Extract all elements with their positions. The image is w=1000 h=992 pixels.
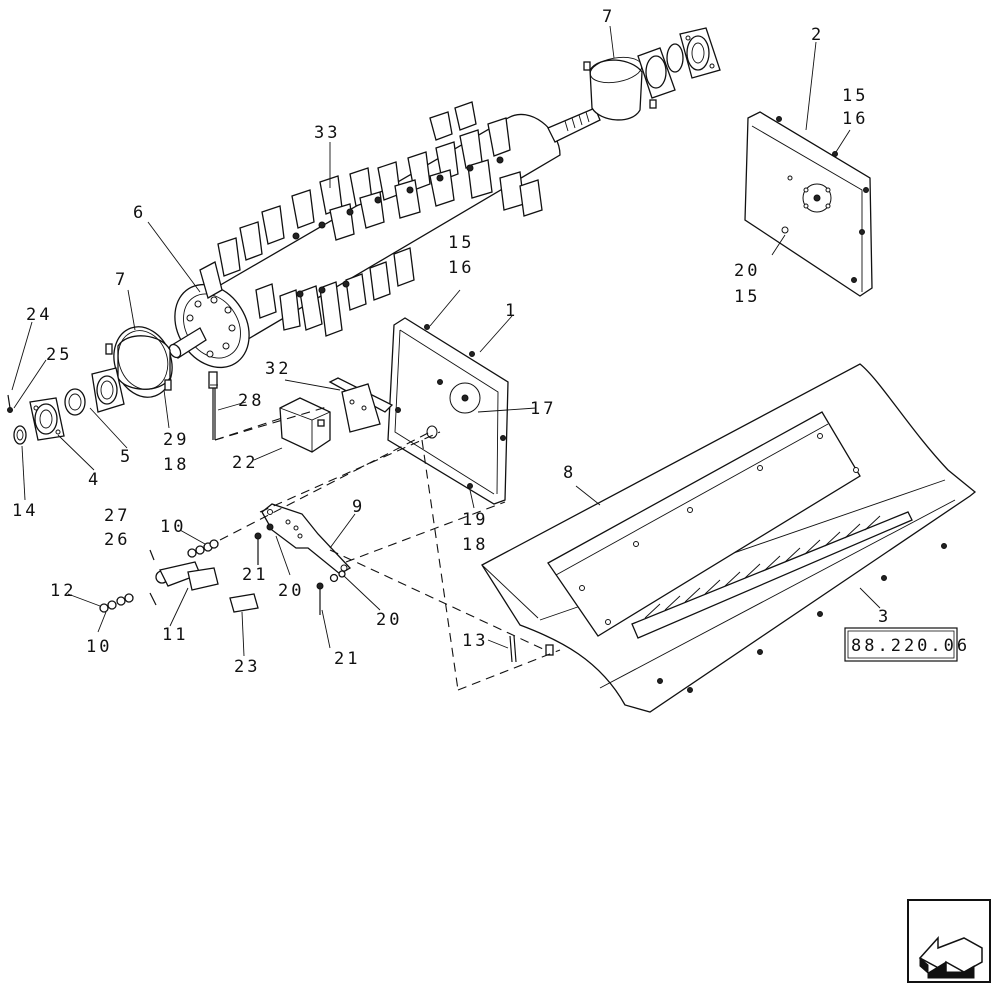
callout-7-left: 7 bbox=[115, 270, 128, 290]
callout-26: 26 bbox=[104, 530, 130, 550]
right-bearing-assembly bbox=[637, 27, 721, 99]
callout-6: 6 bbox=[133, 203, 146, 223]
callout-21-right: 21 bbox=[334, 649, 360, 669]
callout-20-top: 20 bbox=[734, 261, 760, 281]
rotor-teeth bbox=[199, 101, 543, 337]
dashed-assembly-lines bbox=[214, 405, 561, 691]
callout-15-mid: 15 bbox=[734, 287, 760, 307]
callout-27: 27 bbox=[104, 506, 130, 526]
side-plate-left bbox=[387, 317, 509, 505]
callout-12: 12 bbox=[50, 581, 76, 601]
callout-15-top: 15 bbox=[842, 86, 868, 106]
leader-lines bbox=[11, 25, 881, 657]
callout-9: 9 bbox=[352, 497, 365, 517]
callout-15-plate: 15 bbox=[448, 233, 474, 253]
callout-22: 22 bbox=[232, 453, 258, 473]
right-band bbox=[583, 56, 657, 121]
callout-24: 24 bbox=[26, 305, 52, 325]
callout-23: 23 bbox=[234, 657, 260, 677]
callout-18-plate: 18 bbox=[462, 535, 488, 555]
callout-14: 14 bbox=[12, 501, 38, 521]
rotor-floor-pan bbox=[481, 363, 977, 713]
callout-28: 28 bbox=[238, 391, 264, 411]
callout-32: 32 bbox=[265, 359, 291, 379]
callout-3: 3 bbox=[878, 607, 891, 627]
callout-labels: 33 6 7 7 2 15 16 20 15 15 16 1 17 19 18 … bbox=[12, 7, 891, 677]
callout-19: 19 bbox=[462, 510, 488, 530]
callout-16-plate: 16 bbox=[448, 258, 474, 278]
callout-33: 33 bbox=[314, 123, 340, 143]
callout-18-band: 18 bbox=[163, 455, 189, 475]
page-back-arrow-icon[interactable] bbox=[907, 899, 991, 983]
callout-8: 8 bbox=[563, 463, 576, 483]
fastener-hardware bbox=[99, 523, 346, 615]
callout-10-top: 10 bbox=[160, 517, 186, 537]
callout-7-right: 7 bbox=[602, 7, 615, 27]
left-band bbox=[105, 326, 173, 398]
callout-4: 4 bbox=[88, 470, 101, 490]
bracket-and-guard bbox=[279, 377, 394, 453]
callout-20-left: 20 bbox=[278, 581, 304, 601]
callout-16-top: 16 bbox=[842, 109, 868, 129]
callout-2: 2 bbox=[811, 25, 824, 45]
callout-20-right: 20 bbox=[376, 610, 402, 630]
rotor-drum bbox=[168, 107, 601, 369]
callout-13: 13 bbox=[462, 631, 488, 651]
callout-10-bottom: 10 bbox=[86, 637, 112, 657]
pin-rod bbox=[509, 635, 554, 663]
left-bearing-assembly bbox=[7, 367, 125, 445]
side-plate-right bbox=[744, 111, 873, 297]
callout-29: 29 bbox=[163, 430, 189, 450]
callout-21-left: 21 bbox=[242, 565, 268, 585]
callout-25: 25 bbox=[46, 345, 72, 365]
reference-number: 88.220.06 bbox=[851, 636, 970, 656]
cross-reference-box[interactable]: 88.220.06 bbox=[844, 627, 970, 662]
callout-5: 5 bbox=[120, 447, 133, 467]
scraper-rod bbox=[208, 371, 218, 440]
callout-1: 1 bbox=[505, 301, 518, 321]
callout-11: 11 bbox=[162, 625, 188, 645]
callout-17: 17 bbox=[530, 399, 556, 419]
